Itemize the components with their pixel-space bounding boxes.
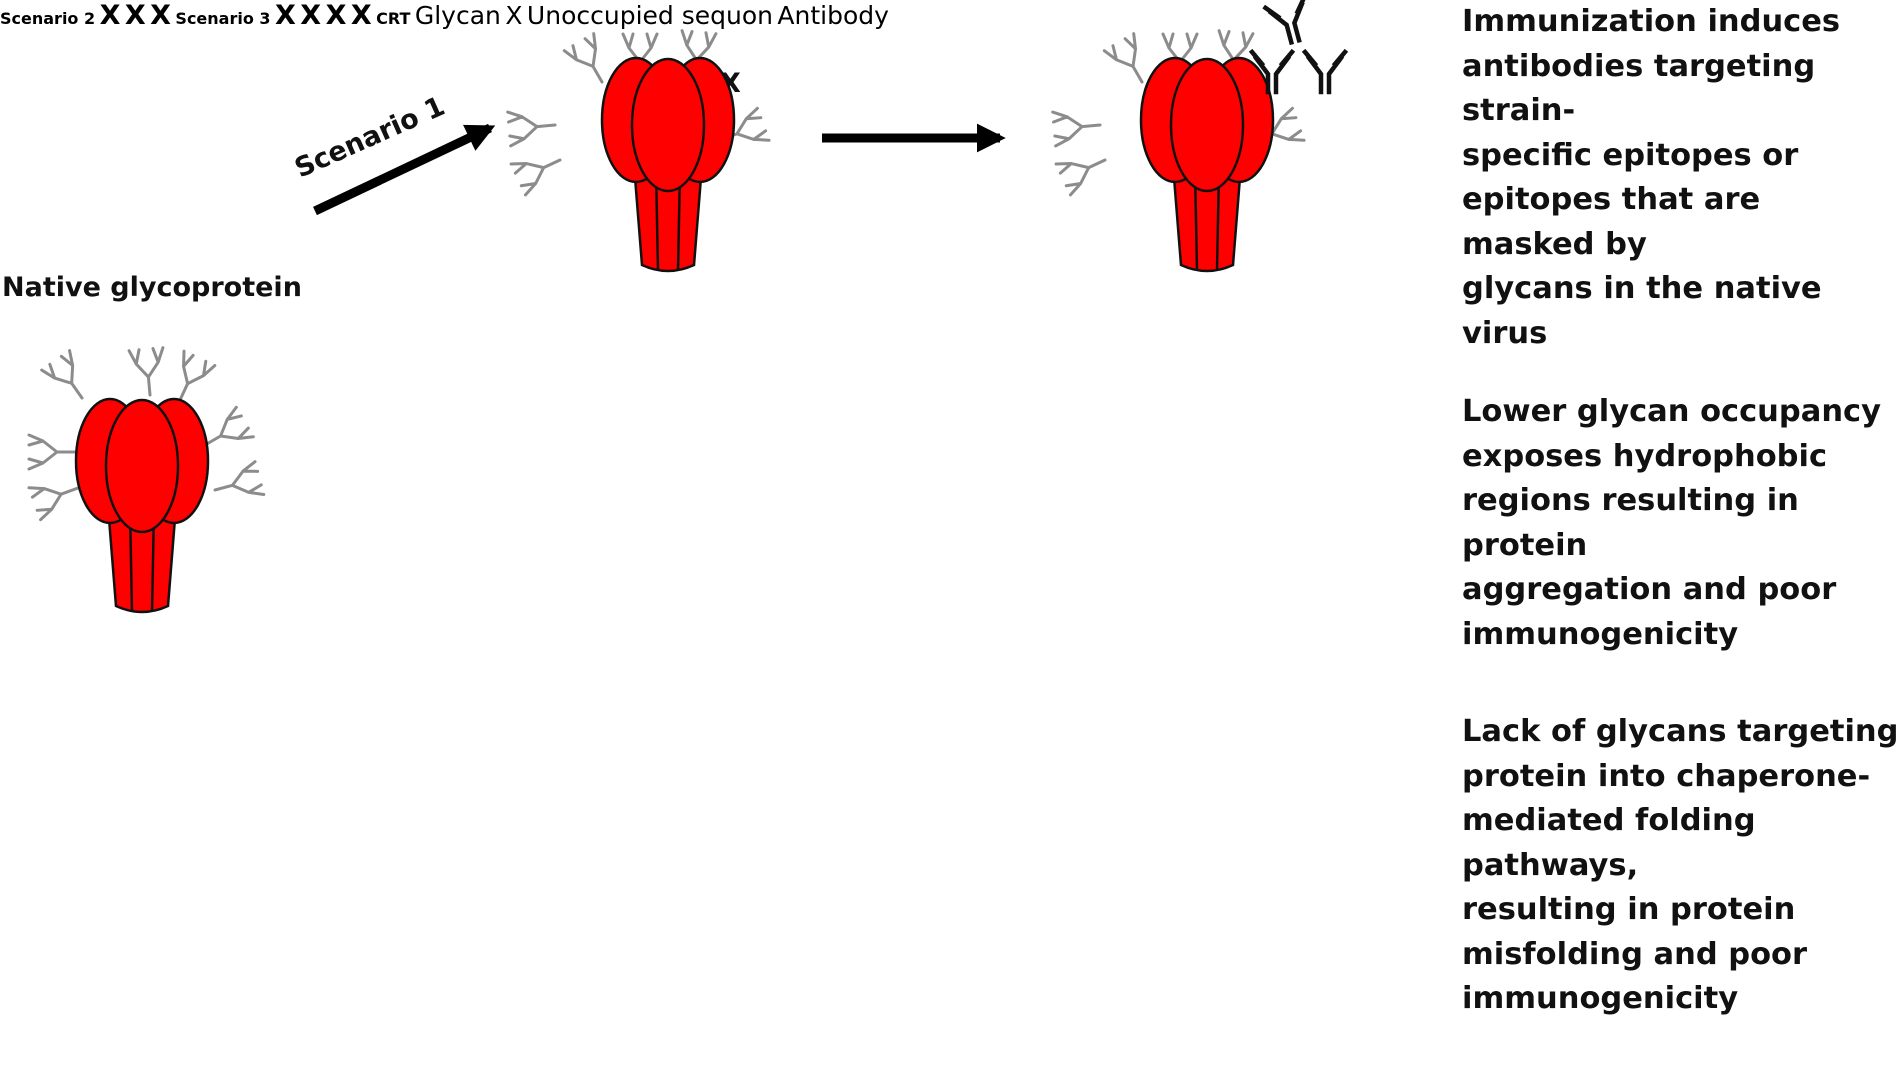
legend-glycan-label: Glycan	[414, 1, 501, 30]
unoccupied-sequon-mark: X	[300, 0, 322, 31]
scenario-2-arrow: Scenario 2 X X X Scenario 3 X X X X	[0, 0, 1899, 1016]
scenario-2-description: Lower glycan occupancy exposes hydrophob…	[1462, 394, 1881, 652]
native-glycoprotein-label: Native glycoprotein	[2, 272, 302, 303]
antibody-icon	[1266, 0, 1315, 46]
scenario-3-glycoprotein: X X X X	[275, 0, 376, 31]
scenario-1-label: Scenario 1	[290, 91, 449, 185]
crt-chaperone: CRT	[376, 9, 415, 28]
scenario-2-glycoprotein: X X X	[100, 0, 176, 31]
legend-x-mark: X	[505, 1, 523, 30]
crt-label: CRT	[376, 9, 411, 28]
scenario-3-result-arrow: CRT Glycan X Unoccupied sequon Antibody …	[376, 1, 1899, 1016]
scenario-2-label: Scenario 2	[0, 9, 96, 28]
scenario-3-label: Scenario 3	[175, 9, 271, 28]
legend: Glycan X Unoccupied sequon Antibody	[415, 1, 889, 30]
misfolded-protein-chain: Glycan X Unoccupied sequon Antibody Immu…	[415, 1, 1899, 1016]
misfolded-protein: Glycan X Unoccupied sequon Antibody Immu…	[415, 1, 1899, 1016]
scenario-1-result	[1051, 0, 1345, 273]
legend-unoccupied-label: Unoccupied sequon	[526, 1, 773, 30]
scenario-3-arrow: Scenario 3 X X X X CRT Glycan X Unoccupi…	[175, 0, 1899, 1016]
antibody-icon	[1305, 52, 1345, 92]
unoccupied-sequon-mark: X	[99, 0, 121, 31]
native-glycoprotein	[27, 346, 266, 614]
unoccupied-sequon-mark: X	[150, 0, 171, 31]
scenario-3-description: Lack of glycans targeting protein into c…	[1462, 714, 1899, 1016]
scenario-1-arrow	[313, 123, 496, 216]
antibody-icon: Antibody	[777, 1, 889, 30]
unoccupied-sequon-mark: X	[124, 0, 146, 31]
scenario-1-glycoprotein: X	[506, 29, 771, 273]
unoccupied-sequon-mark: X	[325, 0, 347, 31]
scenario-1-description: Immunization induces antibodies targetin…	[1462, 4, 1841, 351]
legend-antibody-label: Antibody	[777, 1, 889, 30]
glycan-icon: Glycan X Unoccupied sequon Antibody	[415, 1, 889, 30]
unoccupied-sequon-mark: X	[350, 0, 372, 31]
unoccupied-sequon-mark: X	[275, 0, 296, 31]
scenario-2-result-arrow: Scenario 3 X X X X CRT Glycan X Unoccupi…	[175, 0, 1899, 1016]
